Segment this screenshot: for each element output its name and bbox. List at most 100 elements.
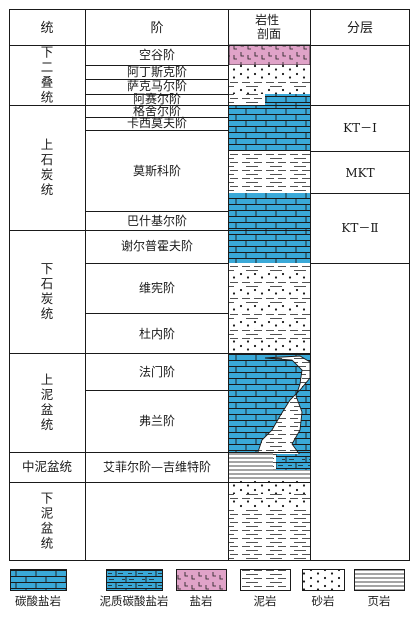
legend-label-mud: 泥岩 — [254, 594, 277, 608]
litho-mud-7 — [229, 329, 310, 339]
stage-famennian: 法门阶 — [139, 364, 175, 379]
stage-frasnian: 弗兰阶 — [139, 414, 175, 428]
litho-sand-2 — [229, 273, 310, 281]
system-lower-permian: 下二叠统 — [41, 45, 54, 105]
header-lithology-line1: 岩性 — [255, 12, 279, 27]
header-lithology-line2: 剖面 — [257, 27, 281, 41]
litho-sand-1 — [229, 87, 310, 94]
litho-sand-7 — [229, 480, 310, 494]
system-label-char: 统 — [41, 306, 54, 321]
system-lower-devonian: 下泥盆统 — [41, 491, 54, 551]
litho-carbonate-asselian — [265, 94, 310, 105]
legend-label-marly: 泥质碳酸盐岩 — [100, 594, 169, 608]
system-label-char: 统 — [41, 90, 54, 105]
stage-serpukhovian: 谢尔普霍夫阶 — [121, 238, 193, 253]
system-label-char: 叠 — [41, 75, 54, 90]
litho-mud-mkt — [229, 151, 310, 193]
header-lithology: 岩性 剖面 — [255, 12, 283, 41]
system-label-char: 统 — [41, 182, 54, 197]
litho-mud-9 — [229, 508, 310, 560]
legend-swatch-salt — [176, 569, 227, 591]
litho-mud-3 — [229, 263, 310, 273]
legend-item-shale: 页岩 — [354, 569, 405, 608]
litho-carbonate-kt2 — [229, 193, 310, 263]
system-label-char: 石 — [41, 276, 54, 291]
stage-visean: 维宪阶 — [139, 280, 175, 295]
system-label-char: 上 — [41, 372, 54, 387]
legend-label-carbonate: 碳酸盐岩 — [15, 594, 61, 608]
system-labels: 下二叠统 上石炭统 下石炭统 上泥盆统 中泥盆统 下泥盆统 — [22, 45, 72, 551]
stage-bashkirian: 巴什基尔阶 — [127, 213, 187, 228]
litho-sand-6 — [229, 339, 310, 353]
table-grid — [9, 9, 410, 561]
stage-moscovian: 莫斯科阶 — [133, 164, 181, 178]
litho-sand-4 — [229, 305, 310, 313]
litho-mud-6 — [229, 313, 310, 321]
legend-swatch-carbonate — [10, 569, 67, 591]
layer-kt2: KT－Ⅱ — [341, 221, 378, 235]
legend-label-shale: 页岩 — [368, 594, 391, 608]
system-upper-devonian: 上泥盆统 — [41, 372, 54, 432]
litho-shale-1 — [229, 452, 273, 470]
stage-kasimovian: 卡西莫夫阶 — [127, 116, 187, 130]
stage-sakmarian: 萨克马尔阶 — [127, 78, 187, 93]
system-label-char: 盆 — [41, 521, 54, 536]
header-system: 统 — [40, 21, 53, 36]
legend-item-sand: 砂岩 — [302, 569, 345, 608]
system-middle-devonian: 中泥盆统 — [22, 459, 72, 474]
layer-kt1: KT－Ⅰ — [343, 121, 377, 135]
litho-sand-8 — [229, 500, 310, 508]
litho-mud-1 — [229, 79, 310, 87]
litho-mud-4 — [229, 281, 310, 289]
stage-asselian: 阿赛尔阶 — [133, 91, 181, 106]
litho-sand-mud — [229, 65, 310, 79]
system-label-char: 二 — [41, 60, 54, 75]
header-stage: 阶 — [150, 21, 163, 36]
litho-mud-8 — [229, 494, 310, 500]
litho-sand-3 — [229, 289, 310, 297]
system-label-char: 炭 — [41, 167, 54, 182]
legend-item-marly-carbonate: 泥质碳酸盐岩 — [100, 569, 169, 608]
layer-mkt: MKT — [345, 166, 374, 180]
legend-swatch-marly — [106, 569, 163, 591]
stage-artinskian: 阿丁斯克阶 — [127, 65, 187, 79]
legend-item-carbonate: 碳酸盐岩 — [10, 569, 67, 608]
legend: 碳酸盐岩 泥质碳酸盐岩 盐岩 泥岩 砂岩 页岩 — [10, 569, 405, 608]
legend-label-salt: 盐岩 — [190, 594, 213, 608]
litho-sand-5 — [229, 321, 310, 329]
system-label-char: 统 — [41, 536, 54, 551]
legend-swatch-shale — [354, 569, 405, 591]
system-label-char: 统 — [41, 417, 54, 432]
stage-kungurian: 空谷阶 — [139, 48, 175, 62]
litho-marly-carbonate — [276, 454, 310, 470]
layer-labels: KT－Ⅰ MKT KT－Ⅱ — [341, 121, 378, 235]
system-upper-carboniferous: 上石炭统 — [41, 137, 54, 197]
system-label-char: 炭 — [41, 291, 54, 306]
system-label-char: 泥 — [41, 506, 54, 521]
system-label-char: 上 — [41, 137, 54, 152]
stage-eifelian-givetian: 艾菲尔阶—吉维特阶 — [103, 459, 211, 474]
header-layer: 分层 — [347, 21, 373, 36]
stage-labels: 空谷阶 阿丁斯克阶 萨克马尔阶 阿赛尔阶 格舍尔阶 卡西莫夫阶 莫斯科阶 巴什基… — [103, 48, 211, 474]
lithology-column — [228, 44, 311, 560]
litho-mud-5 — [229, 297, 310, 305]
legend-label-sand: 砂岩 — [312, 594, 335, 608]
legend-item-salt: 盐岩 — [176, 569, 227, 608]
system-lower-carboniferous: 下石炭统 — [41, 261, 54, 321]
system-label-char: 泥 — [41, 387, 54, 402]
system-label-char: 盆 — [41, 402, 54, 417]
legend-swatch-mud — [240, 569, 291, 591]
system-label-char: 下 — [41, 45, 54, 60]
legend-item-mud: 泥岩 — [240, 569, 291, 608]
system-label-char: 下 — [41, 491, 54, 506]
litho-salt — [228, 44, 311, 66]
litho-shale-2 — [229, 470, 310, 480]
stage-tournaisian: 杜内阶 — [139, 326, 175, 341]
litho-carbonate-kt1 — [229, 105, 310, 151]
stage-gzhelian: 格舍尔阶 — [133, 103, 181, 118]
legend-swatch-sand — [302, 569, 345, 591]
litho-mud-2 — [229, 94, 265, 105]
table-header: 统 阶 岩性 剖面 分层 — [40, 12, 373, 41]
